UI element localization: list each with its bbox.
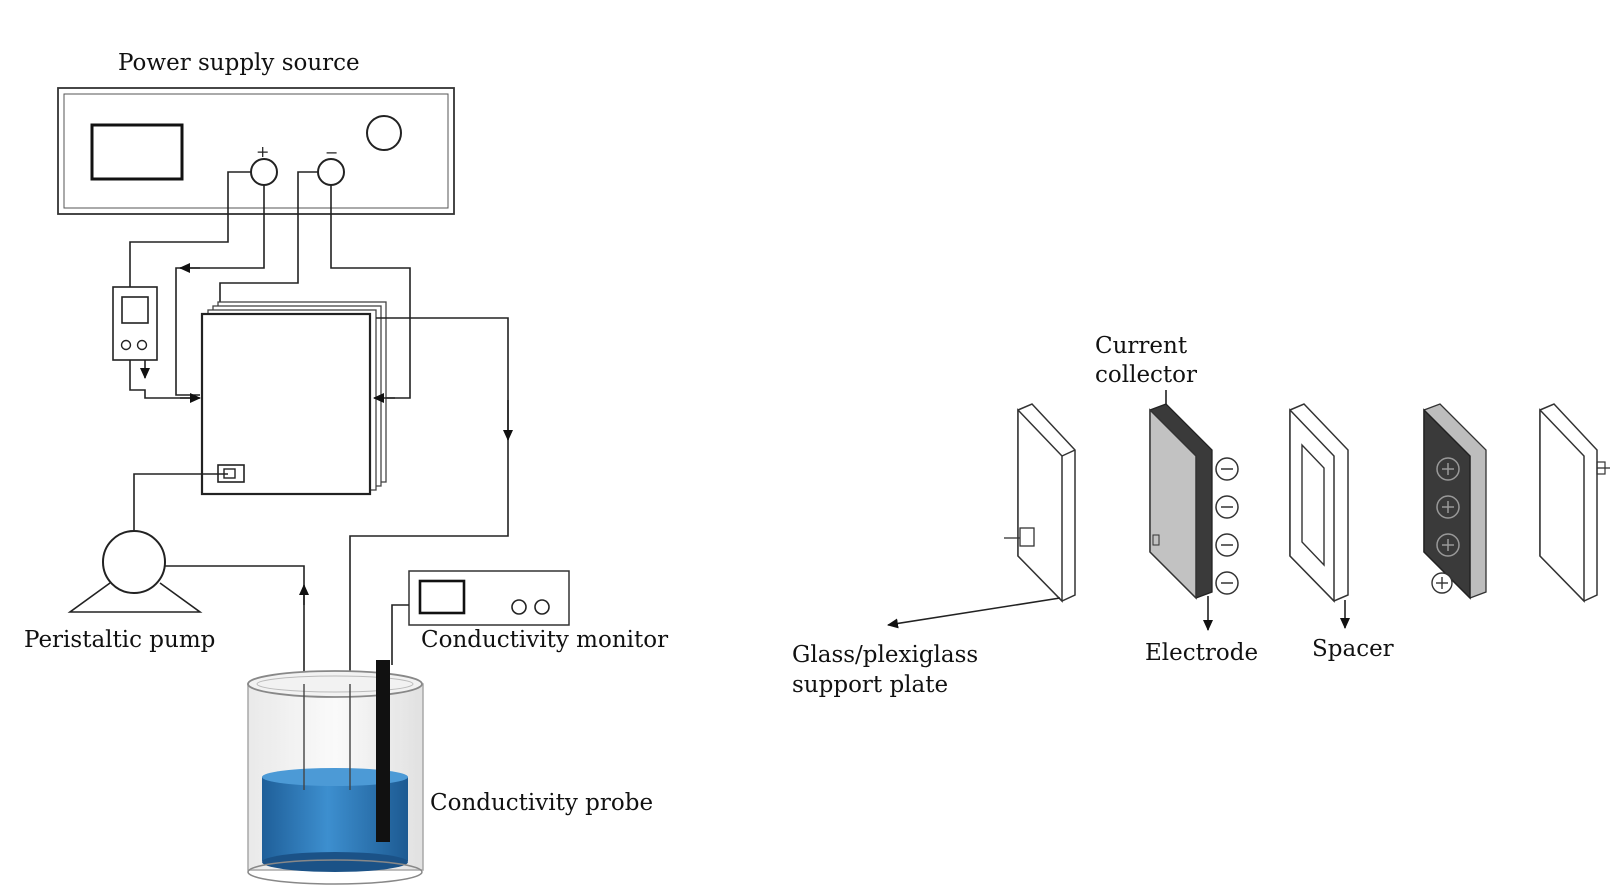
current-meter: [112, 286, 196, 399]
plate-label-line1: Glass/plexiglass: [792, 642, 978, 668]
conductivity-monitor: [391, 570, 570, 665]
positive-charge-icons: [1436, 457, 1460, 557]
power-supply-label: Power supply source: [118, 50, 360, 76]
probe-rod: [376, 660, 390, 842]
left-panel: Power supply source + −: [24, 50, 668, 885]
pump-label: Peristaltic pump: [24, 627, 215, 653]
plus-sign: +: [256, 142, 269, 161]
cdi-cell-stack: [180, 301, 395, 496]
spacer-label: Spacer: [1312, 636, 1394, 662]
outlet-line: [349, 317, 513, 730]
electrode-label: Electrode: [1145, 640, 1258, 666]
power-wires: [129, 171, 411, 399]
spacer: [1289, 403, 1350, 629]
power-supply-display: [90, 123, 184, 181]
beaker: [247, 660, 424, 885]
probe-label: Conductivity probe: [430, 790, 653, 816]
negative-charge-icons: [1215, 457, 1239, 595]
right-panel: Current collector Glass/plexiglass suppo…: [792, 333, 1610, 698]
collector-label-line1: Current: [1095, 333, 1188, 359]
power-supply-unit: + −: [57, 87, 455, 215]
collector-label-line2: collector: [1095, 362, 1197, 388]
power-supply-knob: [366, 115, 402, 151]
support-plate-right: [1539, 403, 1610, 603]
positive-terminal: [250, 158, 278, 186]
plate-label-line2: support plate: [792, 672, 948, 698]
electrode-negative: [1149, 403, 1239, 631]
monitor-label: Conductivity monitor: [421, 627, 668, 653]
support-plate-left: [887, 403, 1076, 629]
electrode-positive: [1423, 403, 1487, 600]
minus-sign: −: [325, 143, 338, 162]
negative-terminal: [317, 158, 345, 186]
